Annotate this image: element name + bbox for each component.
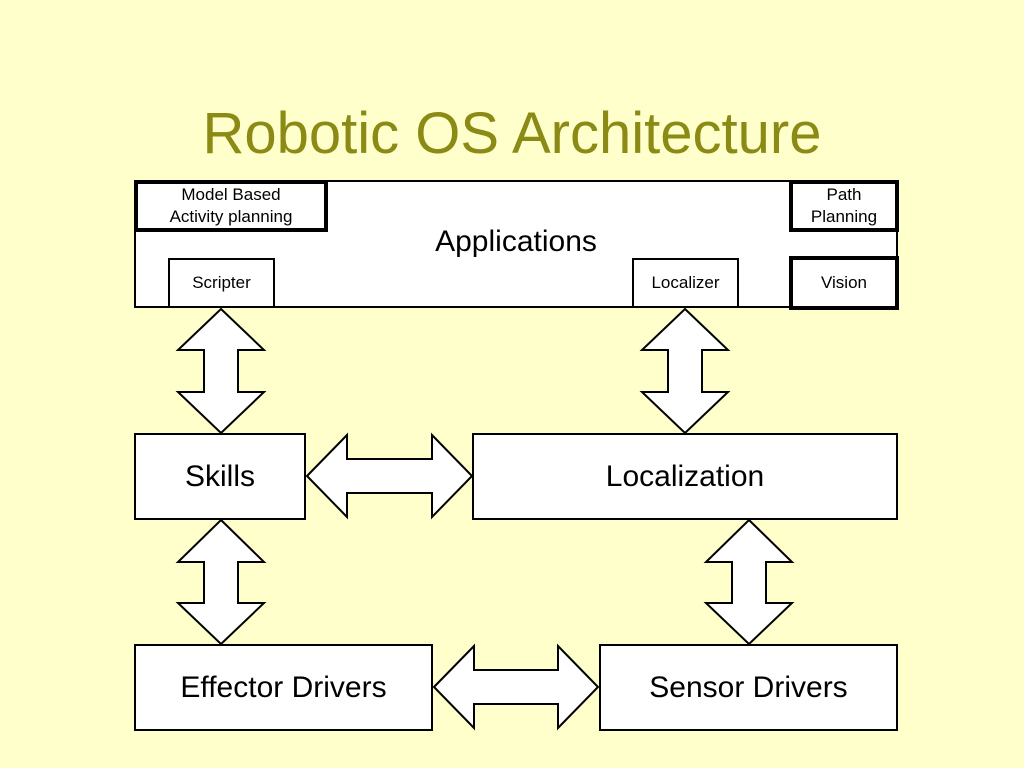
arrow-skills-localization <box>305 432 474 520</box>
arrow-skills-effector <box>175 518 267 646</box>
slide-title: Robotic OS Architecture <box>202 101 822 166</box>
sensor-drivers-box: Sensor Drivers <box>599 644 898 731</box>
localization-label: Localization <box>605 459 765 493</box>
localizer-label: Localizer <box>651 273 720 292</box>
arrow-effector-sensor <box>432 643 600 731</box>
localizer-box: Localizer <box>632 258 739 308</box>
vision-box: Vision <box>789 256 899 310</box>
model-based-activity-planning-label: Model Based Activity planning <box>169 185 293 226</box>
scripter-label: Scripter <box>192 273 251 292</box>
sensor-drivers-label: Sensor Drivers <box>649 670 848 704</box>
path-planning-label: Path Planning <box>810 185 878 226</box>
vision-label: Vision <box>821 273 867 292</box>
scripter-box: Scripter <box>168 258 275 308</box>
effector-drivers-label: Effector Drivers <box>180 670 387 704</box>
effector-drivers-box: Effector Drivers <box>134 644 433 731</box>
arrow-localizer-localization <box>639 307 731 435</box>
path-planning-box: Path Planning <box>789 180 899 232</box>
skills-box: Skills <box>134 433 306 520</box>
arrow-localization-sensor <box>703 518 795 646</box>
arrow-scripter-skills <box>175 307 267 435</box>
model-based-activity-planning-box: Model Based Activity planning <box>134 180 328 232</box>
applications-label: Applications <box>435 225 597 258</box>
localization-box: Localization <box>472 433 898 520</box>
skills-label: Skills <box>184 459 255 493</box>
